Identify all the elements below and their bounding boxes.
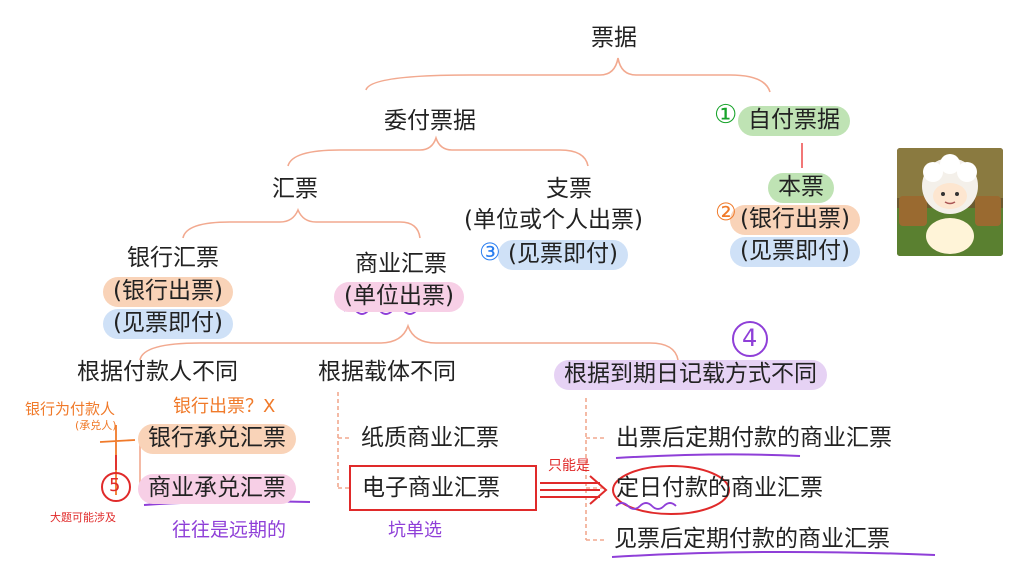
bracket-by-maturity bbox=[585, 398, 606, 541]
node-bank-draft: 银行汇票 bbox=[127, 245, 219, 271]
node-check-issuer: (单位或个人出票) bbox=[464, 207, 643, 233]
purple-underline-fixed-issue bbox=[615, 453, 801, 459]
annotation-payer-note: 银行为付款人 bbox=[25, 400, 116, 418]
annotation-number-2: ② bbox=[715, 198, 737, 226]
node-promissory-issuer: (银行出票) bbox=[730, 205, 860, 235]
node-fixed-period-after-sight: 见票后定期付款的商业汇票 bbox=[614, 526, 890, 552]
annotation-acceptor-note: (承兑人) bbox=[75, 419, 117, 432]
bracket-by-medium bbox=[337, 392, 350, 489]
annotation-number-1: ① bbox=[714, 100, 738, 130]
node-by-payer: 根据付款人不同 bbox=[77, 359, 238, 385]
annotation-number-3: ③ bbox=[479, 238, 501, 266]
node-entrusted: 委付票据 bbox=[384, 108, 476, 134]
node-check-payment: (见票即付) bbox=[498, 240, 628, 270]
annotation-number-5: 5 bbox=[109, 475, 121, 496]
annotation-big-question: 大题可能涉及 bbox=[50, 511, 116, 524]
annotation-usually-long-term: 往往是远期的 bbox=[172, 519, 287, 541]
purple-underline-sight bbox=[611, 550, 936, 558]
node-fixed-date: 定日付款的商业汇票 bbox=[616, 475, 823, 501]
brace-draft bbox=[182, 207, 421, 239]
node-commercial-draft-issuer: (单位出票) bbox=[334, 282, 464, 312]
node-bank-acceptance: 银行承兑汇票 bbox=[138, 424, 296, 454]
brace-root bbox=[365, 57, 771, 93]
node-promissory-payment: (见票即付) bbox=[730, 237, 860, 267]
red-circle-5 bbox=[101, 472, 131, 502]
cartoon-sheep-image bbox=[897, 148, 1003, 256]
purple-circle-4 bbox=[732, 321, 768, 357]
node-by-maturity: 根据到期日记载方式不同 bbox=[554, 360, 827, 390]
annotation-number-4: 4 bbox=[742, 324, 758, 352]
annotation-bank-issue-question: 银行出票？X bbox=[173, 396, 276, 417]
red-box-electronic bbox=[349, 465, 537, 511]
red-circle-fixed-date bbox=[612, 465, 730, 515]
node-paper-draft: 纸质商业汇票 bbox=[361, 425, 499, 451]
node-root: 票据 bbox=[591, 25, 637, 51]
node-bank-draft-payment: (见票即付) bbox=[103, 309, 233, 339]
node-draft: 汇票 bbox=[272, 176, 318, 202]
brace-entrusted bbox=[287, 135, 589, 167]
node-fixed-period-after-issue: 出票后定期付款的商业汇票 bbox=[616, 425, 892, 451]
node-by-medium: 根据载体不同 bbox=[318, 359, 456, 385]
annotation-multiple-choice: 坑单选 bbox=[388, 520, 442, 541]
node-electronic-draft: 电子商业汇票 bbox=[362, 475, 500, 501]
red-arrow bbox=[540, 475, 608, 505]
brace-commercial bbox=[139, 323, 679, 361]
purple-wave-fixed-date bbox=[615, 502, 677, 510]
annotation-only-can-be: 只能是 bbox=[548, 458, 590, 474]
node-commercial-draft: 商业汇票 bbox=[355, 251, 447, 277]
node-promissory: 本票 bbox=[768, 173, 834, 203]
node-check: 支票 bbox=[546, 176, 592, 202]
node-bank-draft-issuer: (银行出票) bbox=[103, 277, 233, 307]
node-commercial-acceptance: 商业承兑汇票 bbox=[138, 474, 296, 504]
node-self-pay: 自付票据 bbox=[738, 106, 850, 136]
